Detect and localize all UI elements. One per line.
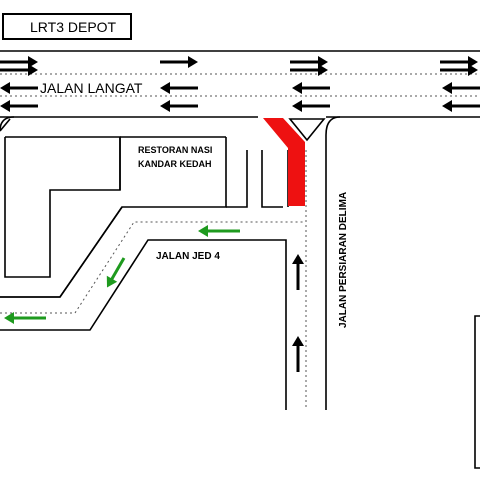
arrow-icon bbox=[0, 82, 38, 94]
arrow-icon bbox=[442, 82, 480, 94]
title-box: LRT3 DEPOT bbox=[2, 13, 132, 40]
label-restoran-line1: RESTORAN NASI bbox=[138, 145, 212, 155]
route-arrows bbox=[4, 225, 240, 324]
arrow-icon bbox=[0, 56, 38, 68]
green-arrow-icon bbox=[106, 257, 126, 288]
traffic-arrows bbox=[0, 56, 480, 372]
arrow-icon bbox=[290, 64, 328, 76]
label-jalan-jed4: JALAN JED 4 bbox=[156, 251, 220, 262]
label-jalan-persiaran-delima: JALAN PERSIARAN DELIMA bbox=[338, 192, 349, 328]
arrow-icon bbox=[0, 100, 38, 112]
arrow-icon bbox=[292, 336, 304, 372]
arrow-icon bbox=[292, 254, 304, 290]
highlighted-road-segment bbox=[263, 118, 305, 206]
jalan-langat-road bbox=[0, 50, 480, 118]
arrow-icon bbox=[442, 100, 480, 112]
arrow-icon bbox=[160, 100, 198, 112]
arrow-icon bbox=[0, 64, 38, 76]
arrow-icon bbox=[440, 56, 478, 68]
corner-curve bbox=[0, 118, 11, 132]
label-restoran-line2: KANDAR KEDAH bbox=[138, 159, 212, 169]
jalan-jed4-road bbox=[0, 206, 287, 410]
arrow-icon bbox=[160, 56, 198, 68]
restoran-block bbox=[0, 116, 283, 298]
arrow-icon bbox=[292, 82, 330, 94]
road-edge-north bbox=[0, 206, 123, 298]
arrow-icon bbox=[290, 56, 328, 68]
green-arrow-icon bbox=[198, 225, 240, 237]
block-edge bbox=[261, 150, 283, 208]
arrow-icon bbox=[440, 64, 478, 76]
label-jalan-langat: JALAN LANGAT bbox=[40, 80, 143, 96]
arrow-icon bbox=[292, 100, 330, 112]
road-edge-east bbox=[325, 116, 341, 410]
lane-line bbox=[0, 221, 305, 314]
box-edge bbox=[474, 315, 480, 469]
title-text: LRT3 DEPOT bbox=[30, 18, 117, 35]
junction-island bbox=[288, 118, 326, 142]
west-block-outline bbox=[0, 118, 121, 278]
block-edge bbox=[226, 150, 248, 208]
block-outline bbox=[4, 136, 121, 278]
jalan-jed4-centerline bbox=[0, 221, 305, 314]
road-edge-south bbox=[0, 239, 287, 410]
traffic-island bbox=[288, 118, 326, 142]
right-edge-box bbox=[474, 315, 480, 469]
jalan-langat-lane-lines bbox=[0, 73, 480, 97]
green-arrow-icon bbox=[4, 312, 46, 324]
arrow-icon bbox=[160, 82, 198, 94]
corner-curve bbox=[0, 116, 15, 132]
